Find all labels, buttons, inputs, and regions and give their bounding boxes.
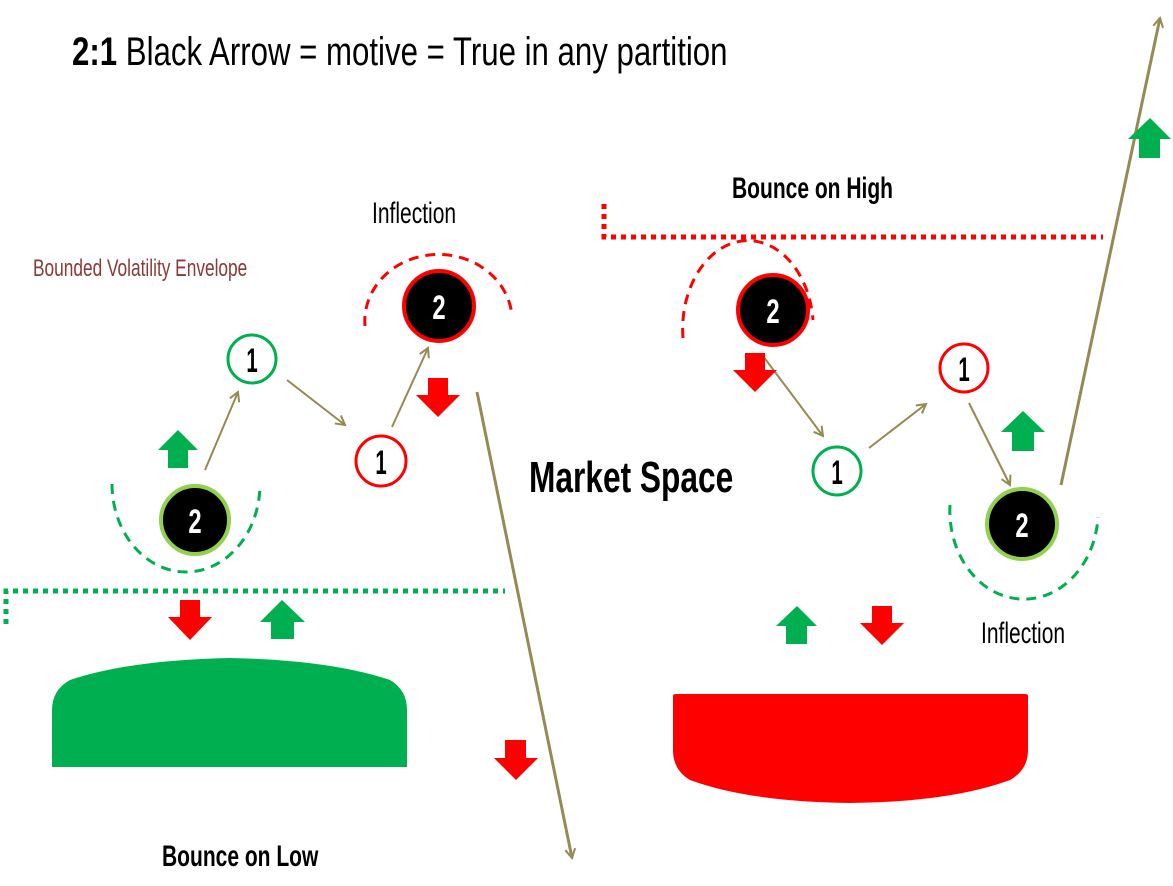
node-circle-right-low-2: [985, 487, 1059, 561]
node-label: 1: [958, 351, 969, 389]
node-label: 2: [766, 293, 779, 331]
node-circle-left-low-2: [159, 484, 231, 556]
bounce-on-high-label: Bounce on High: [732, 172, 893, 205]
arrow-right-2-to-1: [762, 355, 823, 436]
resistance-zone-red: [673, 694, 1028, 803]
arrow-right-1-to-1: [868, 404, 926, 449]
node-label: 2: [188, 503, 201, 541]
inflection-arc-red-right: [681, 239, 815, 339]
node-circle-left-high-1: [226, 333, 278, 385]
title-ratio: 2:1: [72, 30, 118, 74]
diagram-title: 2:1 Black Arrow = motive = True in any p…: [72, 30, 728, 75]
down-arrow-icon: [733, 353, 777, 392]
market-space-label: Market Space: [529, 453, 734, 502]
up-arrow-icon: [1001, 411, 1045, 451]
node-label: 1: [375, 444, 386, 482]
inflection-label-right: Inflection: [981, 617, 1066, 650]
inflection-arc-red-left: [363, 252, 514, 327]
up-arrow-icon: [260, 600, 305, 639]
arrow-left-1-to-2: [391, 348, 428, 428]
node-label: 1: [831, 454, 842, 492]
inflection-arc-green-right: [948, 504, 1100, 601]
motive-arrow-up: [1059, 18, 1160, 486]
node-label: 1: [246, 342, 257, 380]
up-arrow-icon: [1128, 118, 1171, 158]
inflection-arc-green-left: [110, 483, 262, 574]
inflection-label-left: Inflection: [372, 197, 457, 230]
down-arrow-icon: [860, 606, 904, 645]
node-label: 2: [1015, 507, 1028, 545]
node-circle-left-low-1: [354, 434, 408, 488]
down-arrow-icon: [494, 740, 538, 780]
arrow-left-2-to-1: [204, 392, 238, 471]
node-circle-right-high-2: [736, 273, 810, 347]
motive-arrow-down: [475, 391, 572, 858]
up-arrow-icon: [158, 430, 198, 468]
node-circle-right-low-1: [811, 445, 863, 497]
down-arrow-icon: [168, 600, 212, 640]
title-text: Black Arrow = motive = True in any parti…: [125, 30, 728, 74]
resistance-line-red: [601, 204, 1103, 240]
node-label: 2: [432, 289, 445, 327]
support-zone-green: [52, 658, 407, 767]
node-circle-right-high-1: [938, 342, 990, 394]
arrow-right-1-to-2: [968, 402, 1010, 485]
up-arrow-icon: [776, 606, 817, 644]
down-arrow-icon: [416, 378, 460, 417]
bounce-on-low-label: Bounce on Low: [162, 840, 319, 873]
node-circle-left-high-2: [402, 269, 476, 343]
support-line-green: [3, 588, 505, 624]
bounded-volatility-label: Bounded Volatility Envelope: [33, 255, 248, 282]
arrow-left-1-to-1: [286, 379, 345, 425]
